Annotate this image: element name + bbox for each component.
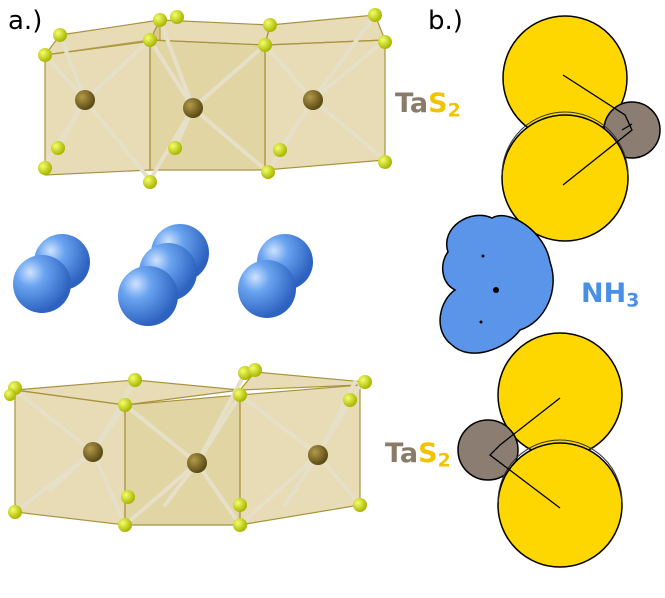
nh3-sub: 3 (626, 289, 640, 312)
sulfur-atoms-bottom (4, 363, 372, 532)
tantalum-atoms-top (75, 90, 323, 118)
tas2-bottom-ta: Ta (385, 438, 419, 469)
tantalum-atoms-bottom (83, 442, 328, 473)
sulfur-sphere (497, 332, 623, 458)
top-tas2-layer (38, 8, 392, 189)
panel-a-label: a.) (8, 6, 43, 36)
bonds-top (43, 13, 387, 182)
tas2-bottom-sub: 2 (437, 449, 451, 472)
nh3-main: NH (581, 278, 627, 309)
tas2-top-ta: Ta (395, 88, 429, 119)
tas2-top-s: S (428, 88, 448, 119)
space-filling-model (439, 15, 661, 568)
bottom-tas2-spheres (457, 332, 623, 568)
tas2-top-sub: 2 (447, 99, 461, 122)
tas2-label-bottom: TaS2 (385, 440, 451, 471)
bottom-tas2-layer (4, 363, 372, 532)
sulfur-sphere (501, 114, 629, 242)
panel-b-label: b.) (428, 6, 463, 36)
octahedra-top (43, 14, 386, 176)
nh3-label: NH3 (581, 280, 639, 311)
sulfur-sphere (497, 442, 623, 568)
nh3-molecules-panel-a (13, 224, 313, 326)
tas2-bottom-s: S (418, 438, 438, 469)
nh3-space-filling (439, 214, 554, 354)
sulfur-atoms-top (38, 8, 392, 189)
top-tas2-spheres (501, 15, 661, 242)
tas2-label-top: TaS2 (395, 90, 461, 121)
